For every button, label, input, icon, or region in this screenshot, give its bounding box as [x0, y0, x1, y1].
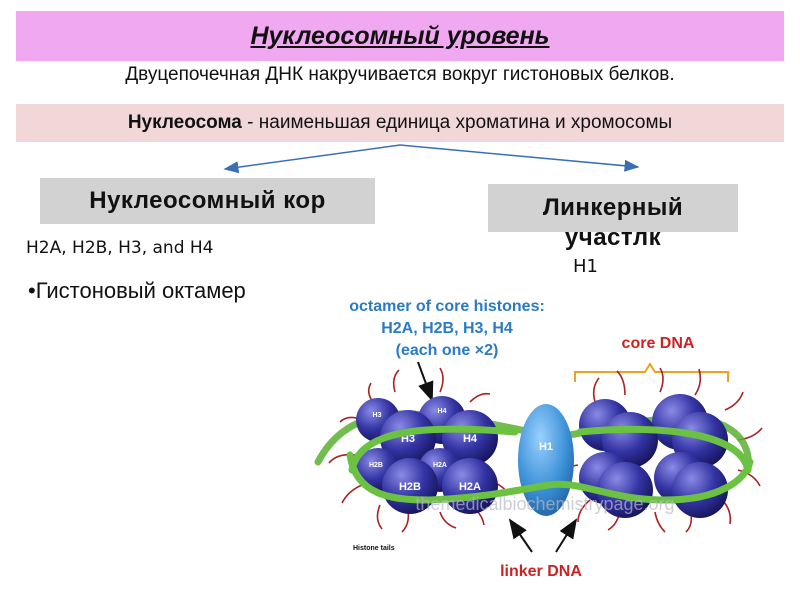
- right-octamer: [579, 394, 728, 518]
- title-banner: Нуклеосомный уровень: [16, 11, 784, 61]
- octamer-label-3: (each one ×2): [396, 342, 499, 359]
- linker-label-line1: Линкерный: [542, 194, 684, 221]
- definition-term: Нуклеосома: [127, 112, 242, 133]
- linker-pointer-left: [508, 518, 533, 553]
- histone-h2b-small-label: H2B: [369, 462, 383, 469]
- histone-h4-label: H4: [463, 433, 478, 445]
- linker-dna-label: linker DNA: [500, 563, 582, 580]
- histone-h4-small-label: H4: [438, 408, 447, 415]
- subtitle: Двуцепочечная ДНК накручивается вокруг г…: [125, 64, 675, 85]
- arrow-left: [223, 144, 401, 174]
- arrow-right: [399, 144, 640, 172]
- octamer-label-2: H2A, H2B, H3, H4: [381, 320, 513, 337]
- octamer-label-1: octamer of core histones:: [349, 298, 545, 315]
- h1-figure-label: H1: [539, 441, 553, 453]
- octamer-bullet: •Гистоновый октамер: [28, 278, 246, 303]
- histone-h2a-label: H2A: [459, 481, 481, 493]
- h1-label: H1: [573, 256, 598, 277]
- definition-text: - наименьшая единица хроматина и хромосо…: [241, 112, 673, 133]
- histone-h3: [380, 410, 436, 466]
- histone-h4: [442, 410, 498, 466]
- core-histones-text: H2A, H2B, H3, and H4: [26, 238, 214, 258]
- page-title: Нуклеосомный уровень: [250, 21, 550, 50]
- nucleosome-figure: octamer of core histones: H2A, H2B, H3, …: [314, 298, 763, 580]
- dna-front-loop-right: [576, 425, 752, 474]
- histone-h2b-label: H2B: [399, 481, 421, 493]
- dna-front-loop-left: [348, 425, 519, 474]
- histone-h3-small-label: H3: [373, 412, 382, 419]
- histone-h2a-small-label: H2A: [433, 462, 447, 469]
- linker-box: Линкерный участлк: [488, 184, 738, 251]
- linker-label-line2: участлк: [564, 224, 662, 251]
- core-dna-label: core DNA: [622, 335, 695, 352]
- definition-banner: Нуклеосома - наименьшая единица хроматин…: [16, 104, 784, 142]
- dna-front-strand: [346, 451, 754, 504]
- octamer-pointer: [417, 361, 434, 402]
- histone-tails-label: Histone tails: [353, 545, 395, 552]
- watermark: themedicalbiochemistrypage.org: [415, 494, 674, 514]
- core-dna-brace: [574, 362, 729, 382]
- core-box: Нуклеосомный кор: [40, 178, 375, 224]
- linker-pointer-right: [555, 518, 578, 553]
